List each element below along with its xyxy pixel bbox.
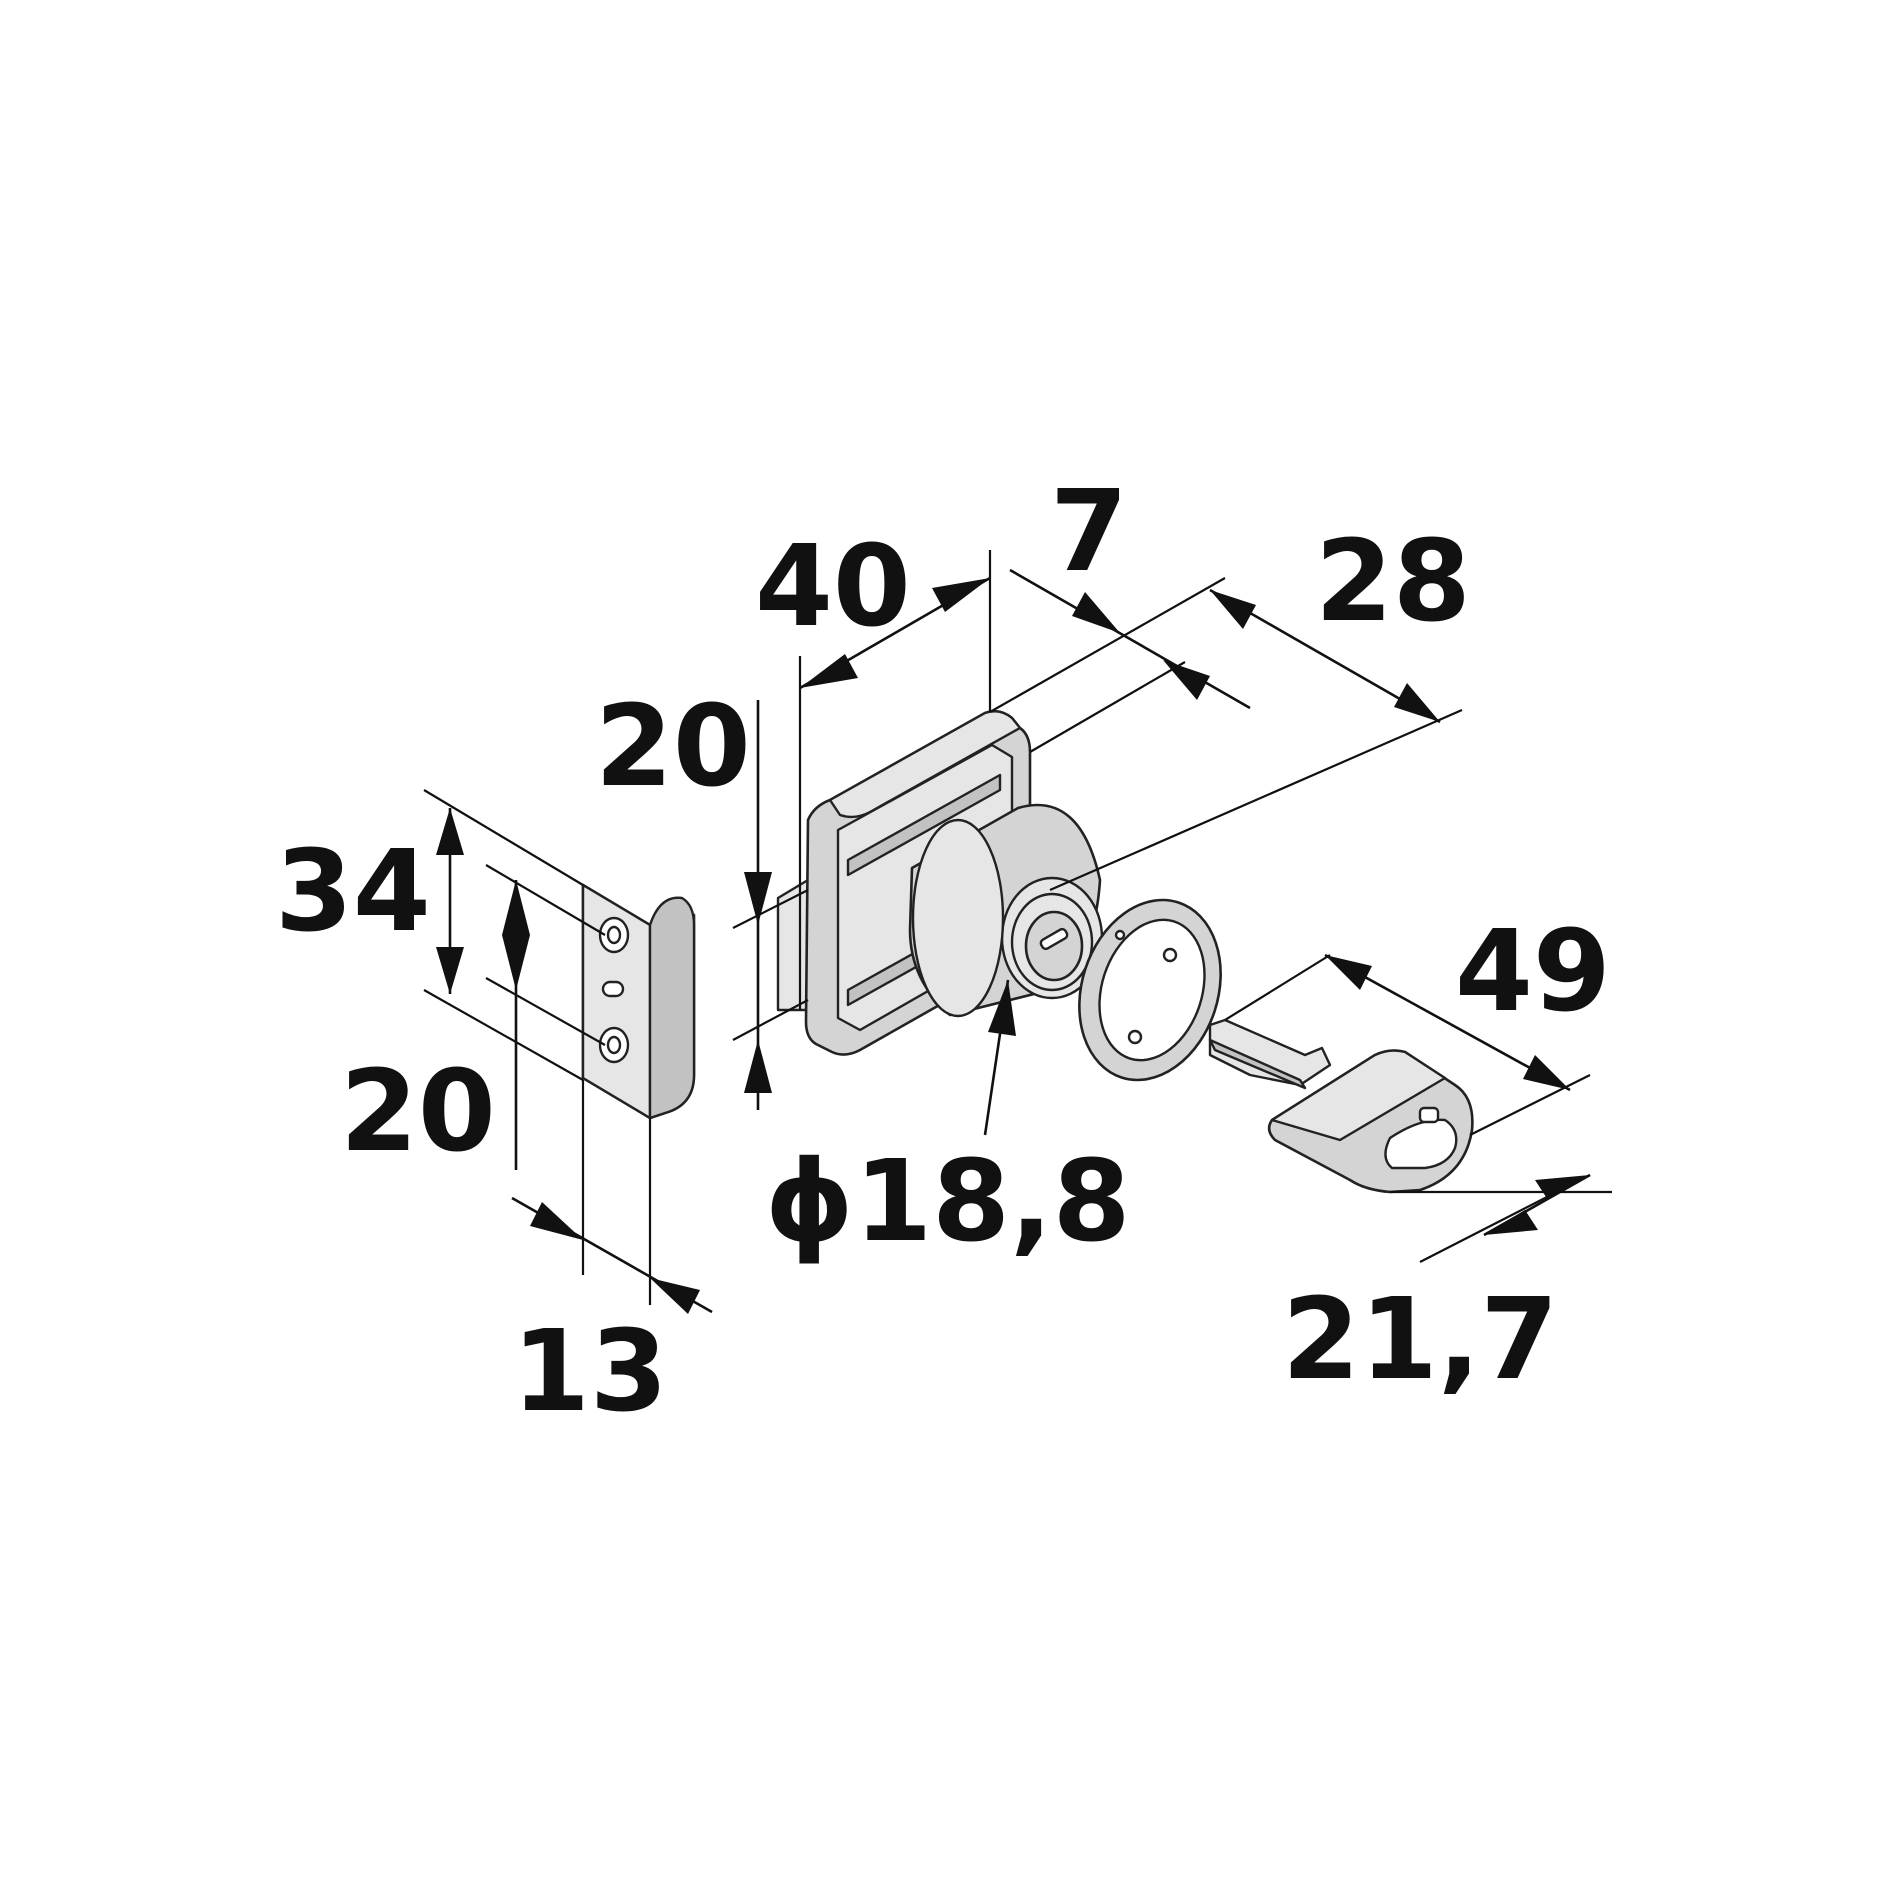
label-13: 13	[512, 1307, 668, 1437]
dim-strike-depth	[511, 1080, 713, 1314]
label-34: 34	[275, 827, 431, 957]
dim-strike-hole-spacing	[485, 864, 606, 1170]
dim-body-width	[798, 550, 992, 1010]
label-28: 28	[1315, 517, 1471, 647]
washer	[1078, 898, 1222, 1082]
label-20-strike: 20	[340, 1047, 496, 1177]
dim-key-width	[1390, 1173, 1612, 1263]
label-40: 40	[755, 522, 911, 652]
key	[1208, 1018, 1474, 1194]
dim-strike-height	[423, 789, 584, 1081]
dim-cylinder-length	[1049, 588, 1463, 892]
label-20-bolt: 20	[595, 682, 751, 812]
strike-plate	[581, 883, 696, 1120]
dim-cylinder-diameter	[983, 979, 1016, 1136]
label-21-7: 21,7	[1282, 1275, 1558, 1405]
label-49: 49	[1455, 907, 1611, 1037]
lock-cylinder	[908, 803, 1104, 1018]
dim-bolt-height	[732, 700, 809, 1110]
dim-face-plate-thickness	[989, 568, 1251, 753]
dim-key-length	[1224, 953, 1591, 1136]
label-7: 7	[1050, 467, 1128, 597]
label-diameter: ϕ18,8	[765, 1137, 1131, 1267]
